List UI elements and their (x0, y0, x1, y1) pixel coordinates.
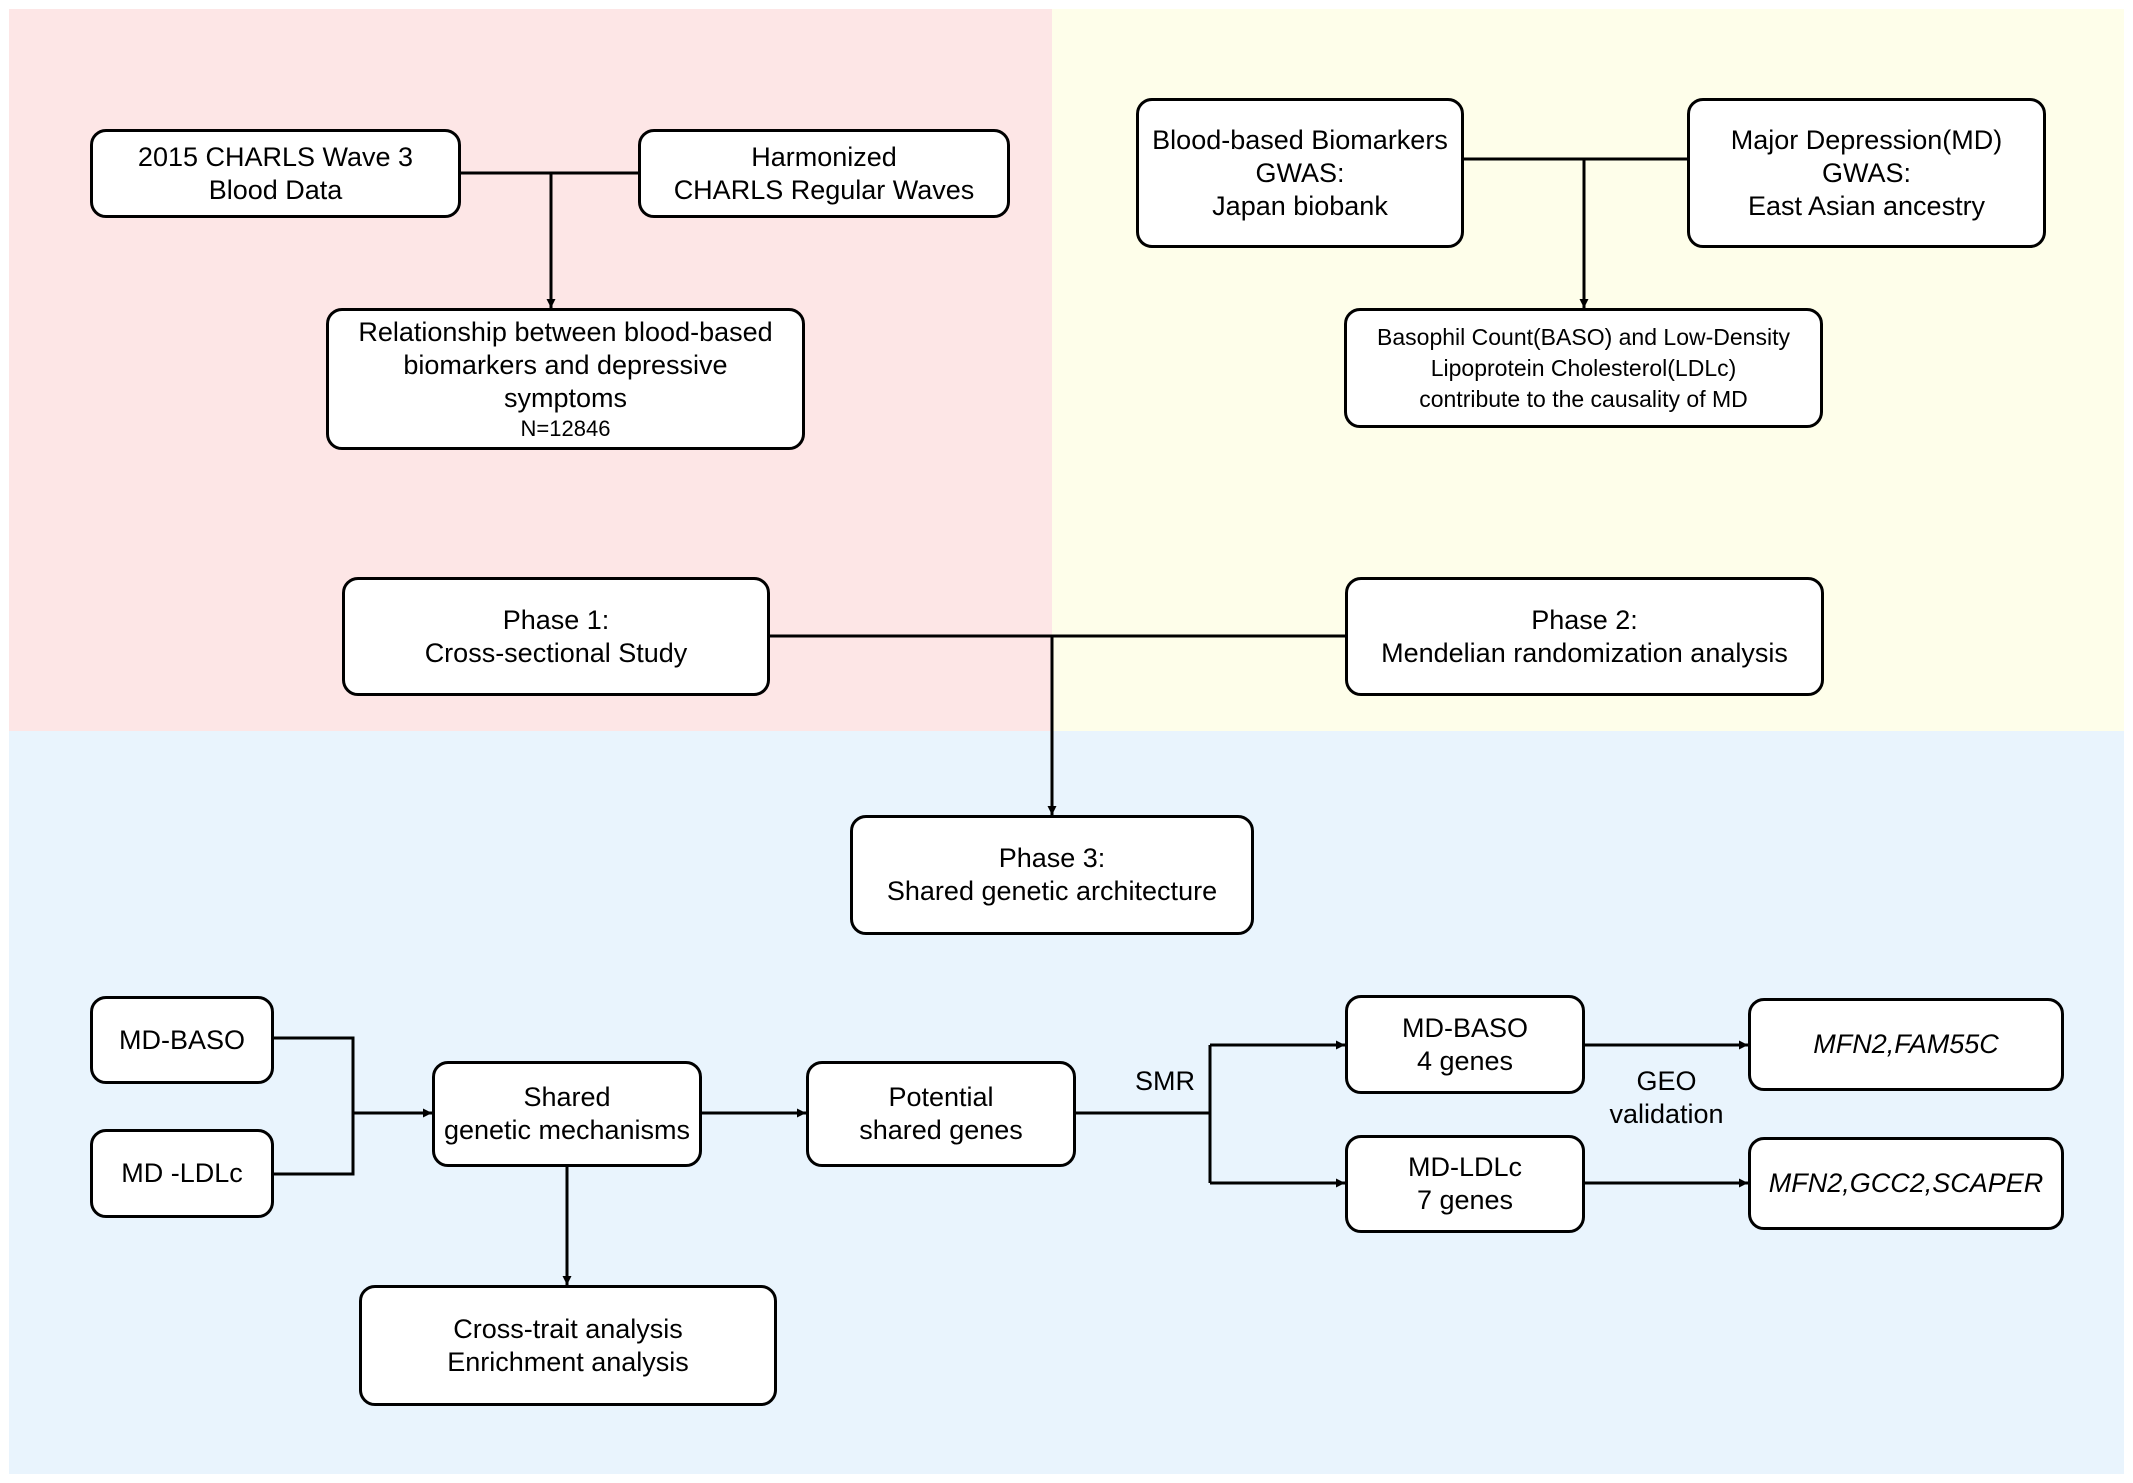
shared-mechanisms-box: Shared genetic mechanisms (432, 1061, 702, 1167)
ldlc-result-box: MFN2,GCC2,SCAPER (1748, 1137, 2064, 1230)
md-gwas-box: Major Depression(MD) GWAS: East Asian an… (1687, 98, 2046, 248)
cross-trait-line-1: Cross-trait analysis (453, 1313, 683, 1344)
phase3-box: Phase 3: Shared genetic architecture (850, 815, 1254, 935)
relationship-line-3: symptoms (503, 382, 628, 413)
cross-trait-box: Cross-trait analysis Enrichment analysis (359, 1285, 777, 1406)
smr-label: SMR (1135, 1066, 1195, 1096)
phase3-title: Phase 3: (998, 843, 1106, 873)
phase3-subtitle: Shared genetic architecture (886, 876, 1218, 906)
phase2-title: Phase 2: (1531, 604, 1638, 635)
baso-result-genes: MFN2,FAM55C (1813, 1029, 1999, 1059)
connector-md-baso (274, 1036, 355, 1176)
relationship-line-2: biomarkers and depressive (403, 349, 728, 380)
biomarkers-gwas-line-2: GWAS: (1255, 157, 1345, 188)
ldlc-genes-line-1: MD-LDLc (1407, 1152, 1522, 1182)
md-gwas-line-1: Major Depression(MD) (1730, 124, 2003, 155)
baso-genes-box: MD-BASO 4 genes (1345, 995, 1585, 1094)
phase1-title: Phase 1: (502, 604, 610, 635)
geo-label-line-1: GEO (1636, 1066, 1697, 1096)
potential-genes-line-2: shared genes (859, 1115, 1023, 1145)
causality-box: Basophil Count(BASO) and Low-Density Lip… (1344, 308, 1823, 428)
baso-result-box: MFN2,FAM55C (1748, 998, 2064, 1091)
baso-genes-line-1: MD-BASO (1401, 1012, 1528, 1043)
phase2-box: Phase 2: Mendelian randomization analysi… (1345, 577, 1824, 696)
ldlc-result-genes: MFN2,GCC2,SCAPER (1768, 1168, 2044, 1198)
biomarkers-gwas-line-1: Blood-based Biomarkers (1152, 124, 1448, 155)
biomarkers-gwas-box: Blood-based Biomarkers GWAS: Japan bioba… (1136, 98, 1464, 248)
md-gwas-line-3: East Asian ancestry (1747, 190, 1986, 221)
phase1-box: Phase 1: Cross-sectional Study (342, 577, 770, 696)
geo-validation-label: GEO validation (1585, 1065, 1748, 1131)
blood-data-box: 2015 CHARLS Wave 3 Blood Data (90, 129, 461, 218)
harmonized-line-1: Harmonized (751, 141, 897, 172)
relationship-box: Relationship between blood-based biomark… (326, 308, 805, 450)
shared-mechanisms-line-2: genetic mechanisms (443, 1115, 691, 1145)
sample-size: N=12846 (520, 415, 611, 441)
blood-data-line-2: Blood Data (208, 174, 343, 205)
md-baso-box: MD-BASO (90, 996, 274, 1084)
biomarkers-gwas-line-3: Japan biobank (1212, 190, 1388, 221)
cross-trait-line-2: Enrichment analysis (447, 1346, 689, 1377)
shared-mechanisms-line-1: Shared (523, 1082, 611, 1112)
md-ldlc-label: MD -LDLc (121, 1158, 243, 1188)
geo-label-line-2: validation (1609, 1099, 1724, 1129)
causality-line-1: Basophil Count(BASO) and Low-Density (1377, 323, 1790, 350)
causality-line-3: contribute to the causality of MD (1419, 385, 1748, 412)
ldlc-genes-box: MD-LDLc 7 genes (1345, 1135, 1585, 1233)
phase2-subtitle: Mendelian randomization analysis (1381, 637, 1788, 668)
baso-genes-line-2: 4 genes (1416, 1045, 1514, 1076)
harmonized-waves-box: Harmonized CHARLS Regular Waves (638, 129, 1010, 218)
phase1-subtitle: Cross-sectional Study (424, 637, 688, 668)
causality-line-2: Lipoprotein Cholesterol(LDLc) (1430, 354, 1737, 381)
potential-genes-box: Potential shared genes (806, 1061, 1076, 1167)
md-baso-label: MD-BASO (118, 1024, 245, 1055)
blood-data-line-1: 2015 CHARLS Wave 3 (137, 141, 414, 172)
md-ldlc-box: MD -LDLc (90, 1129, 274, 1218)
relationship-line-1: Relationship between blood-based (358, 316, 773, 347)
potential-genes-line-1: Potential (888, 1082, 994, 1112)
ldlc-genes-line-2: 7 genes (1416, 1185, 1514, 1215)
md-gwas-line-2: GWAS: (1821, 157, 1911, 188)
harmonized-line-2: CHARLS Regular Waves (673, 174, 975, 205)
